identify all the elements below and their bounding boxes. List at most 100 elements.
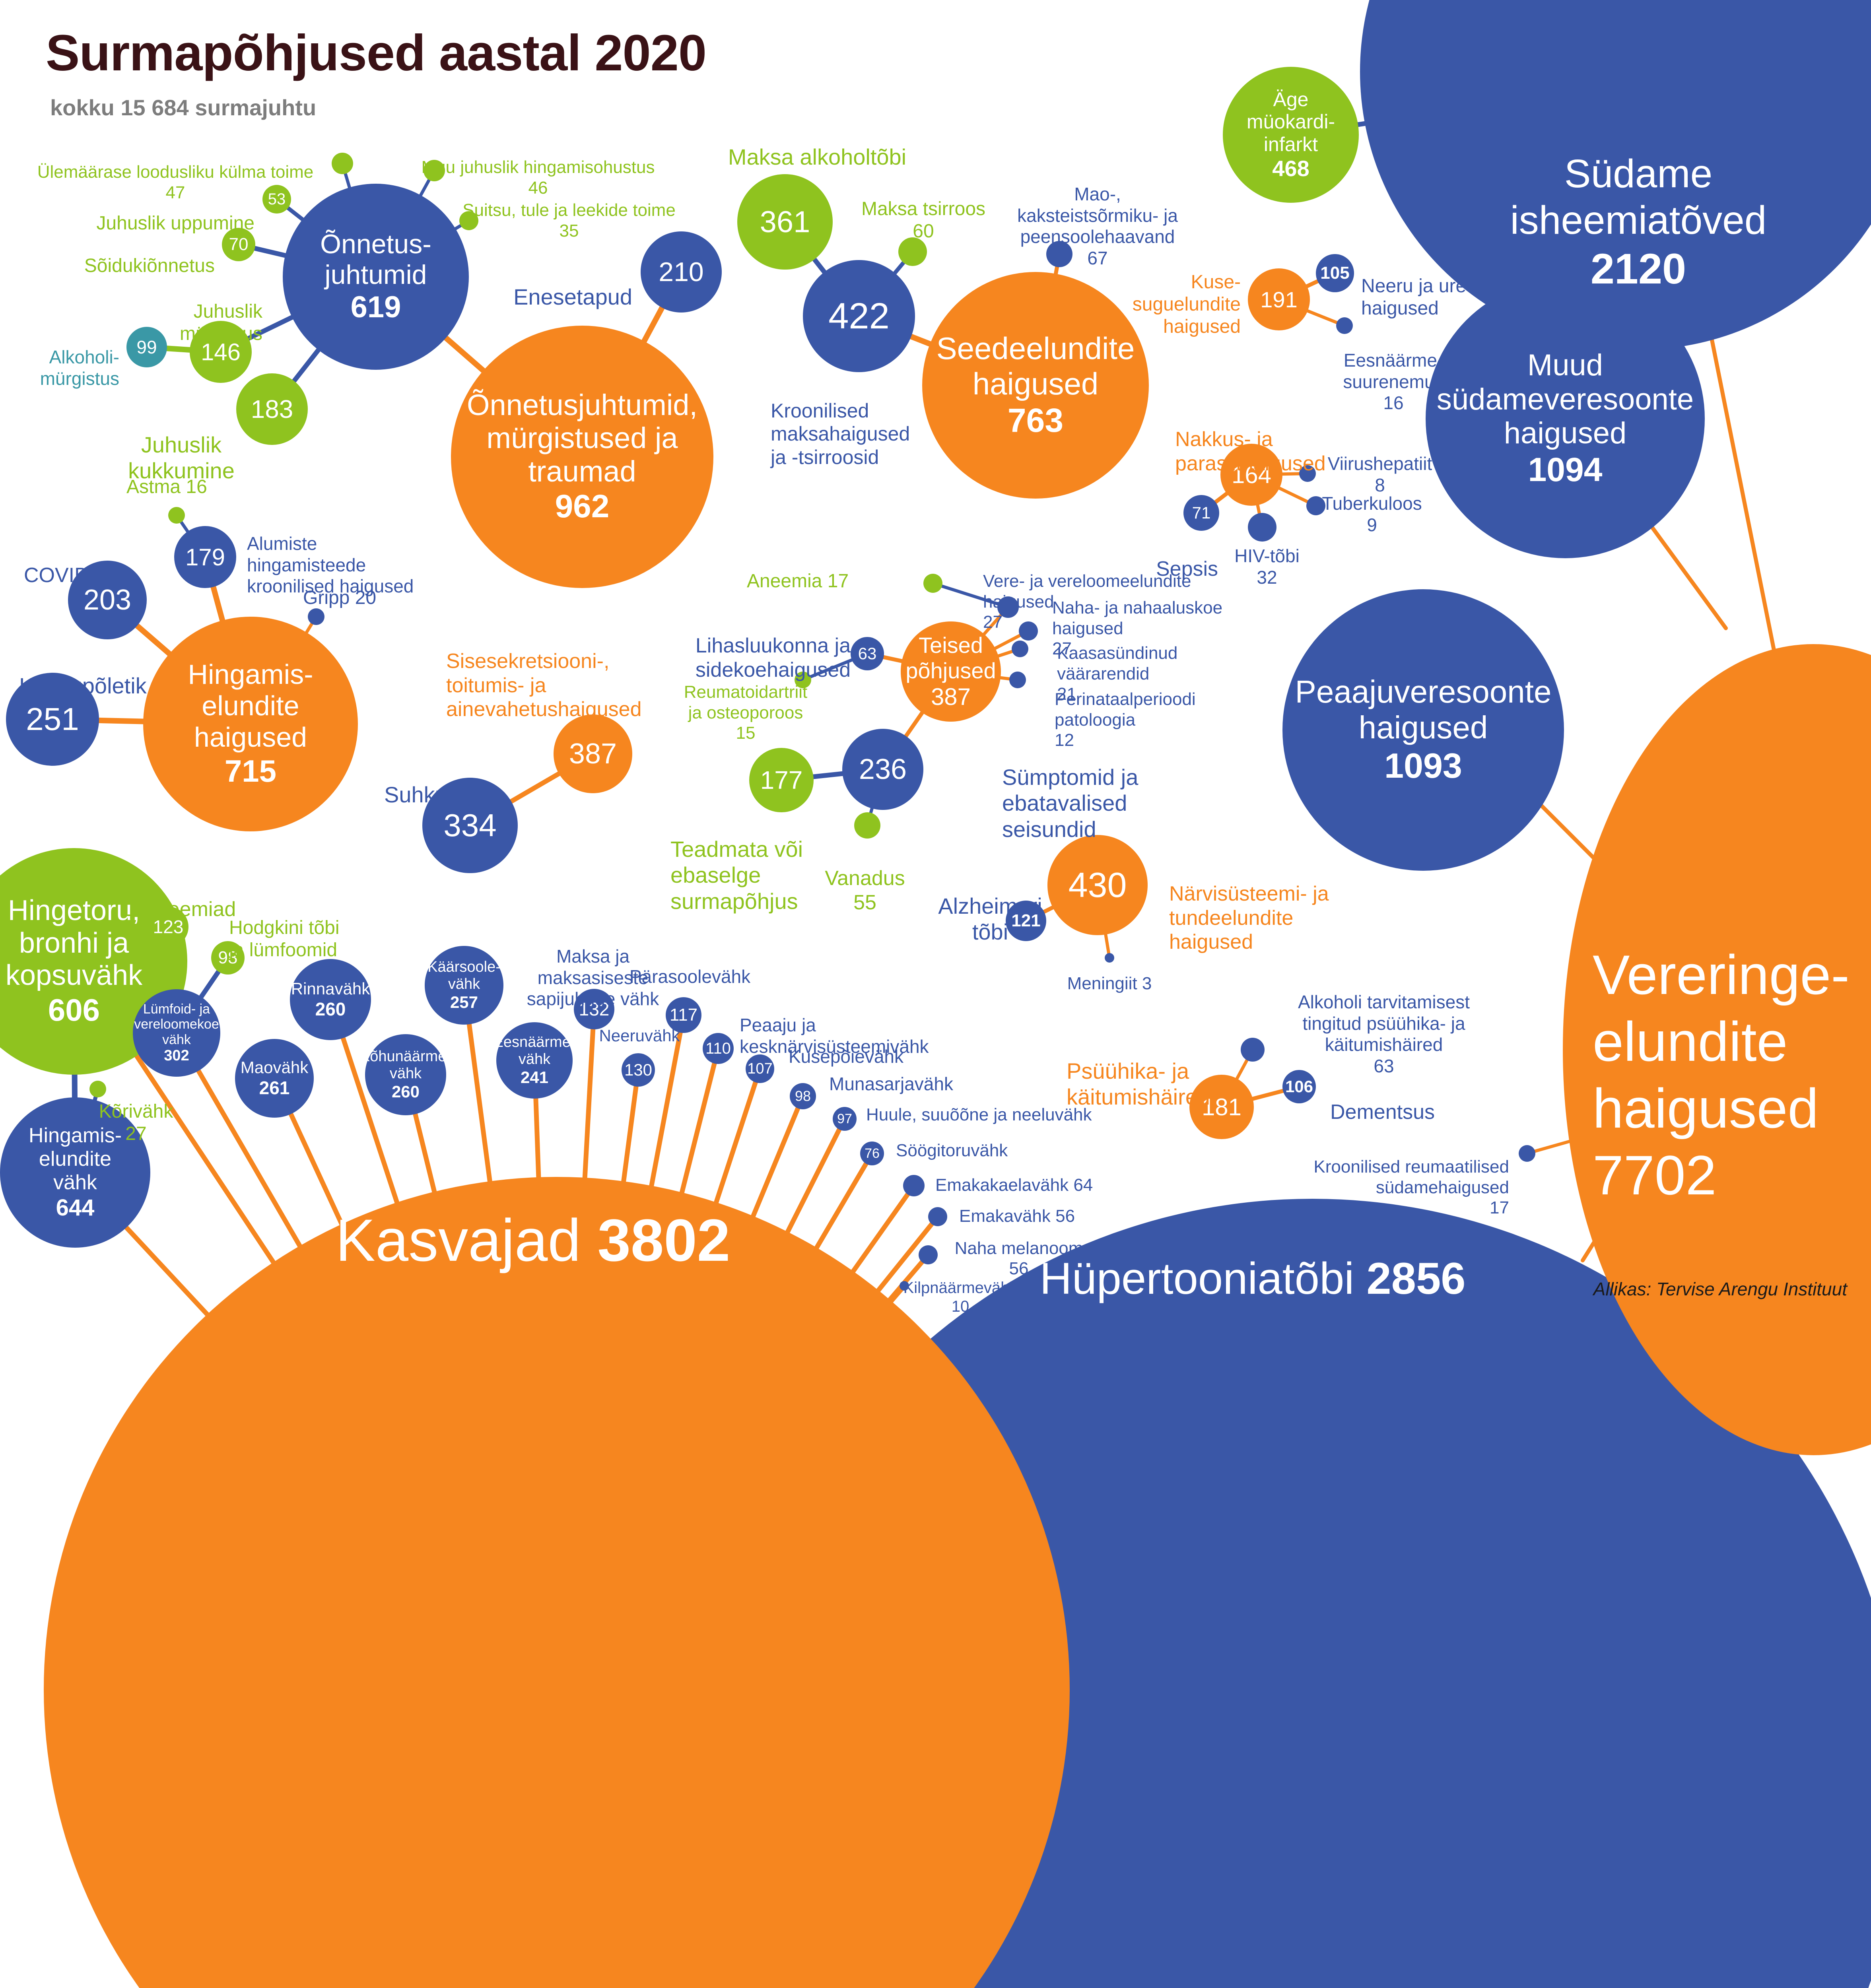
alcohol99-label: Alkoholi- mürgistus (40, 346, 119, 389)
prostate241-value: 241 (520, 1068, 549, 1087)
suicides210-label: Enesetapud (513, 284, 632, 309)
unknown177-label: Teadmata või ebaselge surmapõhjus (670, 836, 803, 914)
label-falls183: Juhuslik kukkumine (128, 406, 235, 484)
label-bladder107: Kusepõievähk (789, 1046, 903, 1068)
leukemia123-value: 123 (153, 916, 184, 937)
unknown177-value: 177 (760, 766, 803, 794)
digestive763-label: Seedeelundite haigused (936, 331, 1135, 401)
label-larynx27: Kõrivähk 27 (99, 1078, 173, 1168)
bubble-hypertension2856-text: Hüpertooniatõbi 2856 (1039, 1252, 1465, 1305)
dot-congenital21 (1012, 641, 1028, 657)
breast260-label: Rinnavähk (291, 979, 370, 998)
thyroid10-label: Kilpnäärmevähk (903, 1279, 1018, 1297)
label-ovary98: Munasarjavähk (829, 1074, 953, 1095)
sepsis71-value: 71 (1192, 503, 1211, 522)
respiratory715-value: 715 (224, 753, 277, 789)
digestive763-value: 763 (1007, 401, 1064, 439)
cerebro1093-value: 1093 (1384, 746, 1462, 786)
esophagus76-label: Söögitoruvähk (896, 1141, 1008, 1160)
anemia17-value: 17 (827, 571, 849, 592)
alzheimer121-value: 121 (1011, 911, 1041, 930)
pancreas260-label: Kõhunäärme- vähk (359, 1048, 452, 1082)
hiv32-label: HIV-tõbi (1234, 546, 1300, 566)
blood27-label: Vere- ja vereloomeelundite haigused (983, 571, 1191, 612)
cold47-label: Ülemäärase loodusliku külma toime (37, 162, 314, 182)
accidents-value: 619 (350, 290, 401, 324)
label-liver-cancer132: Maksa ja maksasiseste sapijuhade vähk (527, 924, 659, 1010)
pneumonia251-label: Kopsupõletik (19, 673, 147, 698)
dot-asthma16 (168, 507, 185, 524)
vehicle70-label: Sõidukiõnnetus (84, 255, 215, 277)
dot-cirrhosis60 (898, 237, 927, 266)
blood27-value: 27 (983, 612, 1003, 632)
lip97-label: Huule, suuõõne ja neeluvähk (866, 1105, 1092, 1124)
ischemic-label: Südame isheemiatõved (1510, 151, 1767, 243)
congenital21-value: 21 (1057, 684, 1076, 704)
rheumatoid15-value: 15 (736, 723, 756, 743)
cardio1094-label: Muud südameveresoonte haigused (1436, 348, 1694, 450)
bubble-poisoning146: 146 (190, 321, 252, 383)
kidney130-label: Neeruvähk (599, 1026, 680, 1045)
asthma16-label: Astma (126, 476, 181, 497)
label-melanoma56: Naha melanoom 56 (955, 1238, 1083, 1279)
diabetes334-value: 334 (443, 808, 497, 843)
bubble-liver-chronic422: 422 (803, 260, 915, 372)
bubble-rectum117: 117 (666, 997, 701, 1033)
label-unknown177: Teadmata või ebaselge surmapõhjus (670, 810, 803, 914)
nervous430-label: Närvisüsteemi- ja tundeelundite haigused (1169, 882, 1329, 954)
label-sepsis71: Sepsis (1156, 533, 1218, 581)
cancers-value: 3802 (597, 1207, 731, 1274)
myocardial468-label: Äge müokardi- infarkt (1246, 88, 1335, 155)
label-alcohol-poisoning99: Alkoholi- mürgistus (24, 325, 119, 389)
diabetes334-label: Suhkrutõbi (384, 782, 491, 807)
label-musculo63: Lihasluukonna ja sidekoehaigused (696, 610, 851, 682)
bubble-alzheimer121: 121 (1006, 901, 1046, 941)
dot-cold47 (332, 153, 353, 174)
label-lower-chronic179: Alumiste hingamisteede kroonilised haigu… (247, 512, 414, 597)
page-title: Surmapõhjused aastal 2020 (46, 25, 707, 82)
perinatal12-label: Perinataalperioodi patoloogia (1055, 689, 1196, 730)
hepatitis8-label: Viirushepatiit (1327, 453, 1432, 474)
label-dementia106: Dementsus (1330, 1076, 1435, 1124)
label-poisoning146: Juhuslik mürgistus (119, 278, 262, 345)
label-hepatitis8: Viirushepatiit 8 (1328, 453, 1432, 496)
label-anemia17: Aneemia 17 (747, 570, 849, 592)
dot-uterus56 (928, 1207, 947, 1226)
label-congenital21: Kaasasündinud väärarendid 21 (1057, 623, 1177, 705)
thyroid10-value: 10 (951, 1297, 970, 1315)
anemia17-label: Aneemia (747, 571, 822, 592)
hypertension-value: 2856 (1366, 1254, 1466, 1303)
bubble-other-cardio1094: Muud südameveresoonte haigused 1094 (1426, 279, 1705, 558)
bubble-pneumonia251: 251 (6, 673, 99, 766)
label-kidney105: Neeru ja ureeteri haigused (1361, 253, 1504, 320)
respiratory715-label: Hingamis- elundite haigused (188, 658, 313, 753)
dot-skin27 (1019, 621, 1038, 641)
liver422-label: Kroonilised maksahaigused ja -tsirroosid (771, 399, 910, 468)
label-lip97: Huule, suuõõne ja neeluvähk (866, 1105, 1092, 1125)
label-asthma16: Astma 16 (126, 476, 207, 498)
hepatitis8-value: 8 (1375, 474, 1385, 495)
label-diabetes334: Suhkrutõbi (384, 755, 491, 808)
bubble-lip97: 97 (833, 1107, 857, 1131)
bubble-resp-cancer644: Hingamis- elundite vähk 644 (0, 1097, 150, 1248)
resp644-value: 644 (56, 1194, 95, 1221)
breast260-value: 260 (315, 998, 346, 1019)
suicides210-value: 210 (659, 257, 704, 287)
dot-alcohol-psych63 (1241, 1038, 1265, 1062)
label-vehicle70: Sõidukiõnnetus (48, 233, 215, 277)
bubble-kidney-cancer130: 130 (622, 1053, 655, 1087)
melanoma56-label: Naha melanoom (954, 1239, 1083, 1258)
bubble-lower-chronic179: 179 (174, 526, 236, 588)
bubble-hodgkin98: 98 (211, 941, 245, 975)
bubble-esophagus76: 76 (860, 1142, 884, 1165)
lower179-label: Alumiste hingamisteede kroonilised haigu… (247, 533, 414, 597)
lymphoid302-value: 302 (164, 1047, 189, 1064)
rectum117-value: 117 (669, 1005, 698, 1025)
tuberculosis9-value: 9 (1367, 514, 1377, 535)
endocrine387-label: Sisesekretsiooni-, toitumis- ja ainevahe… (446, 649, 642, 721)
hypertension-label: Hüpertooniatõbi (1039, 1254, 1354, 1303)
bubble-cancers3802-text: Kasvajad 3802 (336, 1206, 730, 1276)
label-symptoms236: Sümptomid ja ebatavalised seisundid (1002, 738, 1138, 842)
dementia106-value: 106 (1285, 1077, 1313, 1096)
smoke35-value: 35 (559, 221, 579, 241)
